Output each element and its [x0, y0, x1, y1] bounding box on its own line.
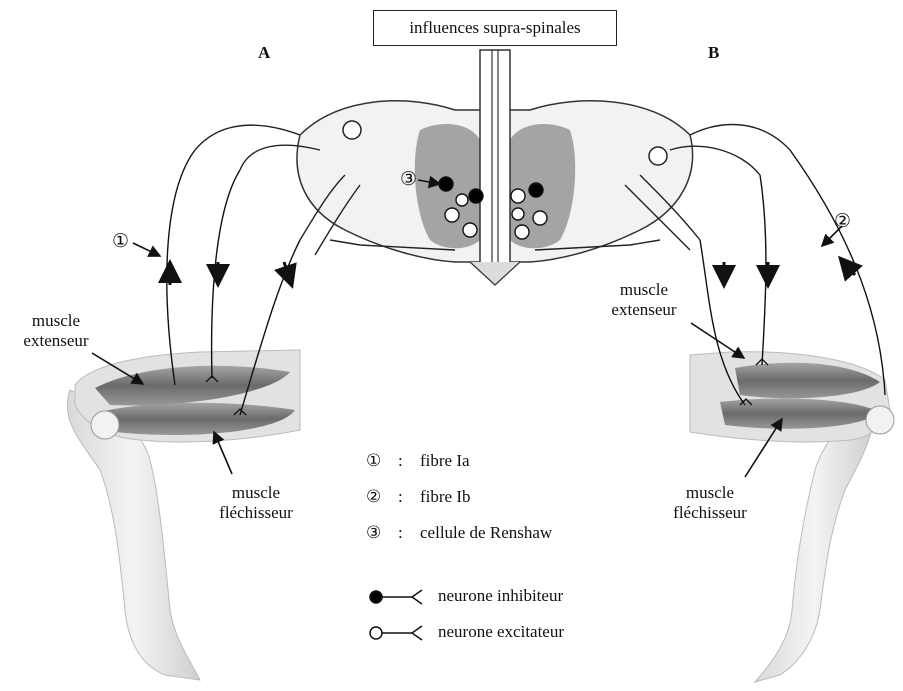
- excitatory-neuron-right-4: [512, 208, 524, 220]
- excitatory-neuron-right-1: [511, 189, 525, 203]
- legend-symbol: ①: [366, 451, 398, 471]
- legend-item-fibre-ib: ② : fibre Ib: [366, 487, 471, 507]
- left-extensor-label: muscle extenseur: [6, 311, 106, 351]
- renshaw-marker: ③: [400, 170, 417, 190]
- fibre-ia-marker: ①: [112, 232, 129, 252]
- left-flexor-label: muscle fléchisseur: [206, 483, 306, 523]
- legend-sep: :: [398, 487, 420, 507]
- excitatory-neuron-left-3: [456, 194, 468, 206]
- inhibitory-neuron-left: [469, 189, 483, 203]
- excitatory-neuron-right-3: [515, 225, 529, 239]
- excitatory-neuron-left-1: [445, 208, 459, 222]
- right-extensor-label: muscle extenseur: [594, 280, 694, 320]
- inhibitory-neuron-right: [529, 183, 543, 197]
- title-box: influences supra-spinales: [373, 10, 617, 46]
- right-flexor-label: muscle fléchisseur: [660, 483, 760, 523]
- legend-sep: :: [398, 451, 420, 471]
- legend-inhibitory-symbol: [370, 590, 422, 604]
- diagram-title: influences supra-spinales: [409, 18, 580, 38]
- legend-symbol: ③: [366, 523, 398, 543]
- legend-text: fibre Ia: [420, 451, 470, 471]
- legend-inhibitory-text: neurone inhibiteur: [438, 586, 563, 606]
- legend-excitatory-symbol: [370, 626, 422, 640]
- spinal-cord: [297, 50, 693, 285]
- renshaw-cell: [439, 177, 453, 191]
- right-dorsal-ganglion: [649, 147, 667, 165]
- legend-symbol: ②: [366, 487, 398, 507]
- right-knee: [866, 406, 894, 434]
- excitatory-neuron-right-2: [533, 211, 547, 225]
- legend-text: cellule de Renshaw: [420, 523, 552, 543]
- panel-label-b: B: [708, 43, 719, 63]
- fibre-ib-marker: ②: [834, 212, 851, 232]
- legend-text: fibre Ib: [420, 487, 471, 507]
- legend-item-fibre-ia: ① : fibre Ia: [366, 451, 470, 471]
- excitatory-neuron-left-2: [463, 223, 477, 237]
- panel-label-a: A: [258, 43, 270, 63]
- legend-excitatory-text: neurone excitateur: [438, 622, 564, 642]
- left-dorsal-ganglion: [343, 121, 361, 139]
- left-knee: [91, 411, 119, 439]
- legend-item-renshaw: ③ : cellule de Renshaw: [366, 523, 552, 543]
- legend-sep: :: [398, 523, 420, 543]
